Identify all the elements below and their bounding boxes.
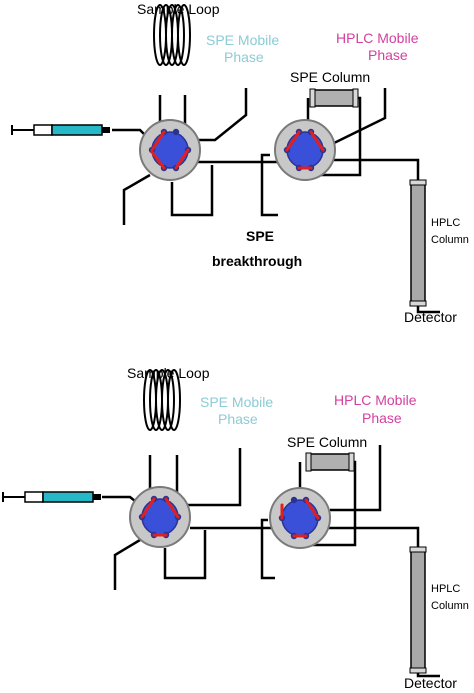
valve-right-bottom xyxy=(269,487,331,549)
syringe-icon xyxy=(11,124,111,136)
spe-column-label: SPE Column xyxy=(287,434,367,450)
hplc-mobile-phase-label: HPLC Mobile xyxy=(336,30,419,46)
valve-left-bottom xyxy=(129,486,191,548)
hplc-mobile-phase-label-line2: Phase xyxy=(362,410,402,426)
spe-column xyxy=(305,452,355,472)
tubing-bottom xyxy=(102,445,440,678)
sample-loop-label: Sample Loop xyxy=(137,1,220,17)
spe-mobile-phase-label: SPE Mobile xyxy=(206,32,279,48)
spe-mobile-phase-label-line2: Phase xyxy=(224,49,264,65)
hplc-column-label-line2: Column xyxy=(431,600,469,612)
spe-breakthrough-label: SPE xyxy=(246,228,274,244)
spe-mobile-phase-label-line2: Phase xyxy=(218,411,258,427)
valve-right-top xyxy=(274,119,336,181)
spe-column xyxy=(309,88,359,108)
valve-left-top xyxy=(139,119,201,181)
detector-label: Detector xyxy=(404,675,457,691)
hplc-column xyxy=(409,179,427,307)
hplc-column-label: HPLC xyxy=(431,583,460,595)
hplc-mobile-phase-label-line2: Phase xyxy=(368,47,408,63)
detector-label: Detector xyxy=(404,309,457,325)
syringe-icon xyxy=(2,491,102,503)
spe-column-label: SPE Column xyxy=(290,69,370,85)
spe-mobile-phase-label: SPE Mobile xyxy=(200,394,273,410)
hplc-column-label: HPLC xyxy=(431,217,460,229)
hplc-column xyxy=(409,546,427,674)
spe-breakthrough-label-line2: breakthrough xyxy=(212,253,302,269)
sample-loop-label: Sample Loop xyxy=(127,365,210,381)
panel-bottom: Sample Loop SPE Mobile Phase HPLC Mobile… xyxy=(2,365,469,691)
hplc-mobile-phase-label: HPLC Mobile xyxy=(334,392,417,408)
hplc-column-label-line2: Column xyxy=(431,234,469,246)
panel-top: Sample Loop SPE Mobile Phase HPLC Mobile… xyxy=(11,1,469,325)
